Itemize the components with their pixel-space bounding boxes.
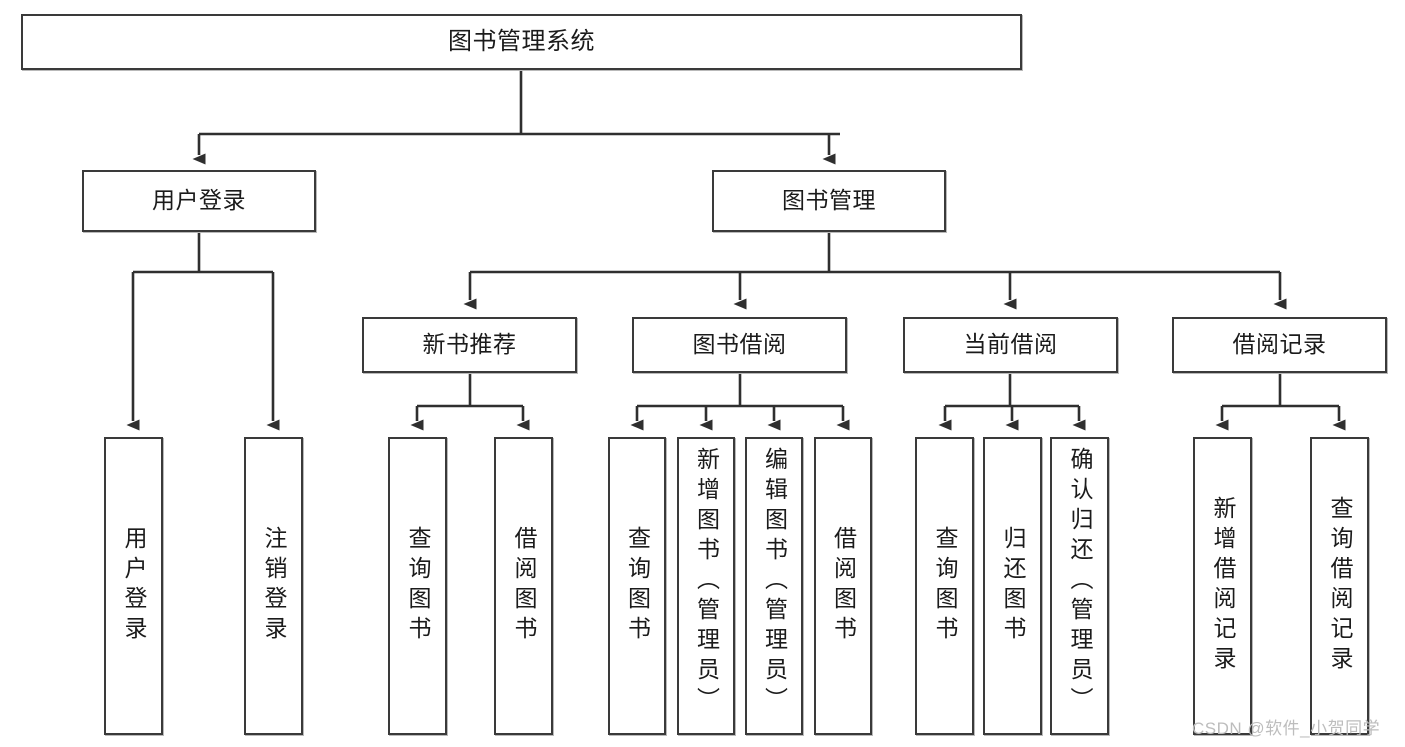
node-label: 查询图书 [405,526,431,646]
leaf-logout-login[interactable]: 注销登录 [244,437,303,735]
node-label: 用户登录 [152,187,246,214]
leaf-recommend-borrow-book[interactable]: 借阅图书 [494,437,553,735]
leaf-record-query-record[interactable]: 查询借阅记录 [1310,437,1369,735]
node-root-system[interactable]: 图书管理系统 [21,14,1022,70]
node-label: 编辑图书（管理员） [761,447,788,717]
node-label: 查询借阅记录 [1327,496,1353,676]
node-label: 归还图书 [1000,526,1026,646]
leaf-current-return-book[interactable]: 归还图书 [983,437,1042,735]
node-label: 新增借阅记录 [1210,496,1236,676]
leaf-borrow-edit-book-admin[interactable]: 编辑图书（管理员） [745,437,803,735]
csdn-watermark: CSDN @软件_小贺同学 [1192,719,1381,738]
leaf-record-add-record[interactable]: 新增借阅记录 [1193,437,1252,735]
node-label: 新书推荐 [422,331,517,358]
node-label: 查询图书 [624,526,651,646]
leaf-user-login[interactable]: 用户登录 [104,437,163,735]
node-current-borrow[interactable]: 当前借阅 [903,317,1118,373]
node-label: 用户登录 [121,526,147,646]
node-label: 确认归还（管理员） [1067,447,1093,717]
node-label: 借阅图书 [511,526,537,646]
leaf-recommend-query-book[interactable]: 查询图书 [388,437,447,735]
leaf-current-query-book[interactable]: 查询图书 [915,437,974,735]
node-label: 图书管理 [782,187,876,214]
node-label: 新增图书（管理员） [693,447,720,717]
leaf-borrow-query-book[interactable]: 查询图书 [608,437,666,735]
node-user-login[interactable]: 用户登录 [82,170,316,232]
node-book-management[interactable]: 图书管理 [712,170,946,232]
node-label: 当前借阅 [963,331,1058,358]
node-label: 图书管理系统 [448,27,595,55]
node-label: 借阅记录 [1232,331,1327,358]
node-book-borrow[interactable]: 图书借阅 [632,317,847,373]
node-label: 图书借阅 [692,331,787,358]
node-new-book-recommend[interactable]: 新书推荐 [362,317,577,373]
node-label: 查询图书 [932,526,958,646]
leaf-borrow-borrow-book[interactable]: 借阅图书 [814,437,872,735]
node-borrow-record[interactable]: 借阅记录 [1172,317,1387,373]
node-label: 借阅图书 [830,526,857,646]
leaf-current-confirm-return-admin[interactable]: 确认归还（管理员） [1050,437,1109,735]
node-label: 注销登录 [261,526,287,646]
leaf-borrow-add-book-admin[interactable]: 新增图书（管理员） [677,437,735,735]
